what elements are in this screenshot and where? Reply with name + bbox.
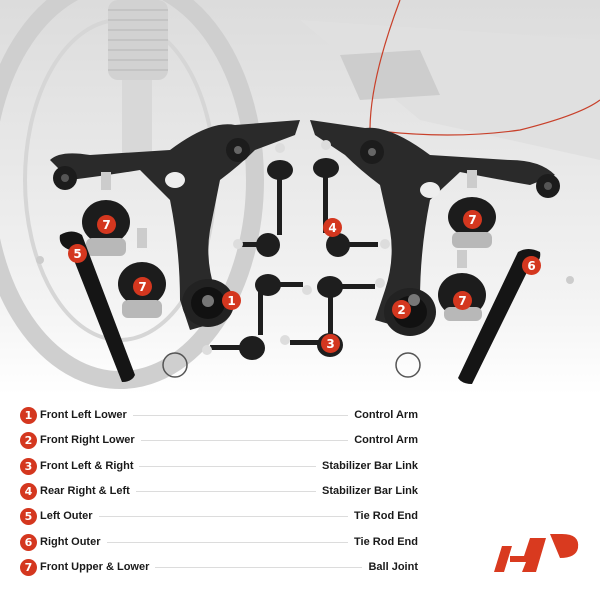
legend-item-5: 5 Left Outer Tie Rod End — [20, 506, 418, 526]
callout-badge-7d: 7 — [453, 291, 472, 310]
callout-badge-7b: 7 — [133, 277, 152, 296]
legend-item-2: 2 Front Right Lower Control Arm — [20, 430, 418, 450]
legend-number-badge: 4 — [20, 482, 37, 500]
leader-line — [106, 541, 349, 543]
legend-item-part: Tie Rod End — [354, 510, 418, 522]
legend-item-3: 3 Front Left & Right Stabilizer Bar Link — [20, 456, 418, 476]
legend-item-part: Stabilizer Bar Link — [322, 485, 418, 497]
callout-badge-7c: 7 — [463, 210, 482, 229]
legend-item-position: Front Right Lower — [40, 434, 135, 446]
leader-line — [139, 465, 317, 467]
legend-number-badge: 6 — [20, 533, 37, 551]
brand-logo-icon — [494, 534, 579, 572]
callout-badge-3: 3 — [321, 334, 340, 353]
callout-badge-6: 6 — [522, 256, 541, 275]
legend-number-badge: 2 — [20, 431, 37, 449]
legend-item-position: Right Outer — [40, 536, 101, 548]
legend-item-1: 1 Front Left Lower Control Arm — [20, 405, 418, 425]
parts-legend: 1 Front Left Lower Control Arm 2 Front R… — [0, 395, 600, 600]
leader-line — [132, 414, 349, 416]
leader-line — [135, 490, 317, 492]
legend-item-position: Front Upper & Lower — [40, 561, 150, 573]
legend-item-part: Tie Rod End — [354, 536, 418, 548]
legend-item-4: 4 Rear Right & Left Stabilizer Bar Link — [20, 481, 418, 501]
legend-item-position: Front Left & Right — [40, 460, 134, 472]
callout-badge-2: 2 — [392, 300, 411, 319]
callout-badge-5: 5 — [68, 244, 87, 263]
legend-item-7: 7 Front Upper & Lower Ball Joint — [20, 557, 418, 577]
product-hero-image: 1 2 3 4 5 6 7 7 7 7 — [0, 0, 600, 395]
legend-item-position: Front Left Lower — [40, 409, 127, 421]
legend-item-position: Left Outer — [40, 510, 93, 522]
legend-item-6: 6 Right Outer Tie Rod End — [20, 532, 418, 552]
legend-item-part: Control Arm — [354, 409, 418, 421]
leader-line — [140, 439, 349, 441]
legend-number-badge: 5 — [20, 507, 37, 525]
background-illustration — [0, 0, 600, 389]
legend-item-part: Control Arm — [354, 434, 418, 446]
leader-line — [98, 515, 349, 517]
callout-badge-4: 4 — [323, 218, 342, 237]
legend-number-badge: 1 — [20, 406, 37, 424]
legend-item-position: Rear Right & Left — [40, 485, 130, 497]
legend-number-badge: 3 — [20, 457, 37, 475]
leader-line — [155, 566, 363, 568]
legend-item-part: Stabilizer Bar Link — [322, 460, 418, 472]
callout-badge-1: 1 — [222, 291, 241, 310]
callout-badge-7a: 7 — [97, 215, 116, 234]
legend-item-part: Ball Joint — [368, 561, 418, 573]
legend-number-badge: 7 — [20, 558, 37, 576]
